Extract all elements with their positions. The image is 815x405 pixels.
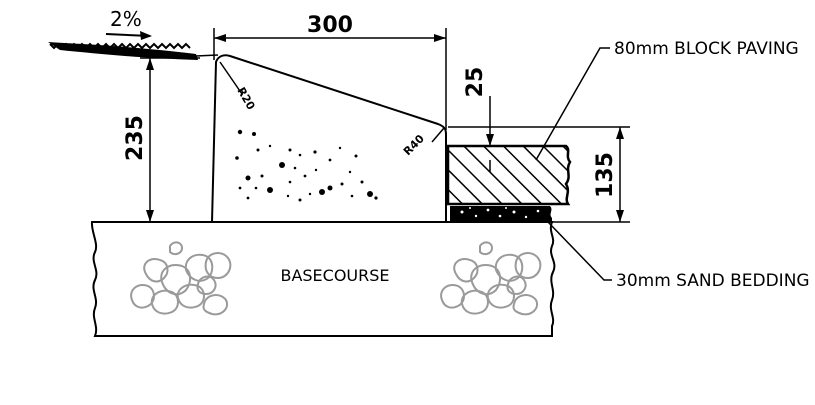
bedding-note-leader: 30mm SAND BEDDING	[547, 221, 810, 291]
stone-cluster-left	[130, 241, 232, 316]
bedding-note-label: 30mm SAND BEDDING	[616, 271, 810, 291]
slope-indicator: 2%	[105, 7, 152, 40]
dimension-25: 25	[463, 67, 494, 172]
paving-note-leader: 80mm BLOCK PAVING	[535, 39, 799, 161]
kerb-outline: R20 R40	[211, 28, 447, 223]
dimension-25-label: 25	[463, 67, 488, 98]
radius-top-label: R20	[234, 85, 257, 112]
basecourse-layer: BASECOURSE	[90, 221, 556, 337]
block-paving	[446, 144, 572, 206]
slope-label: 2%	[110, 7, 142, 31]
dimension-135: 135	[448, 126, 630, 223]
dimension-235: 235	[123, 57, 200, 223]
stone-cluster-right	[440, 241, 542, 316]
paving-note-label: 80mm BLOCK PAVING	[614, 39, 799, 59]
dimension-300: 300	[214, 13, 446, 42]
dimension-235-label: 235	[123, 115, 148, 161]
radius-bottom-label: R40	[401, 132, 427, 158]
concrete-aggregate	[235, 129, 378, 202]
basecourse-label: BASECOURSE	[280, 266, 389, 285]
dimension-300-label: 300	[307, 13, 353, 38]
sand-bedding	[450, 206, 552, 222]
dimension-135-label: 135	[593, 152, 618, 198]
